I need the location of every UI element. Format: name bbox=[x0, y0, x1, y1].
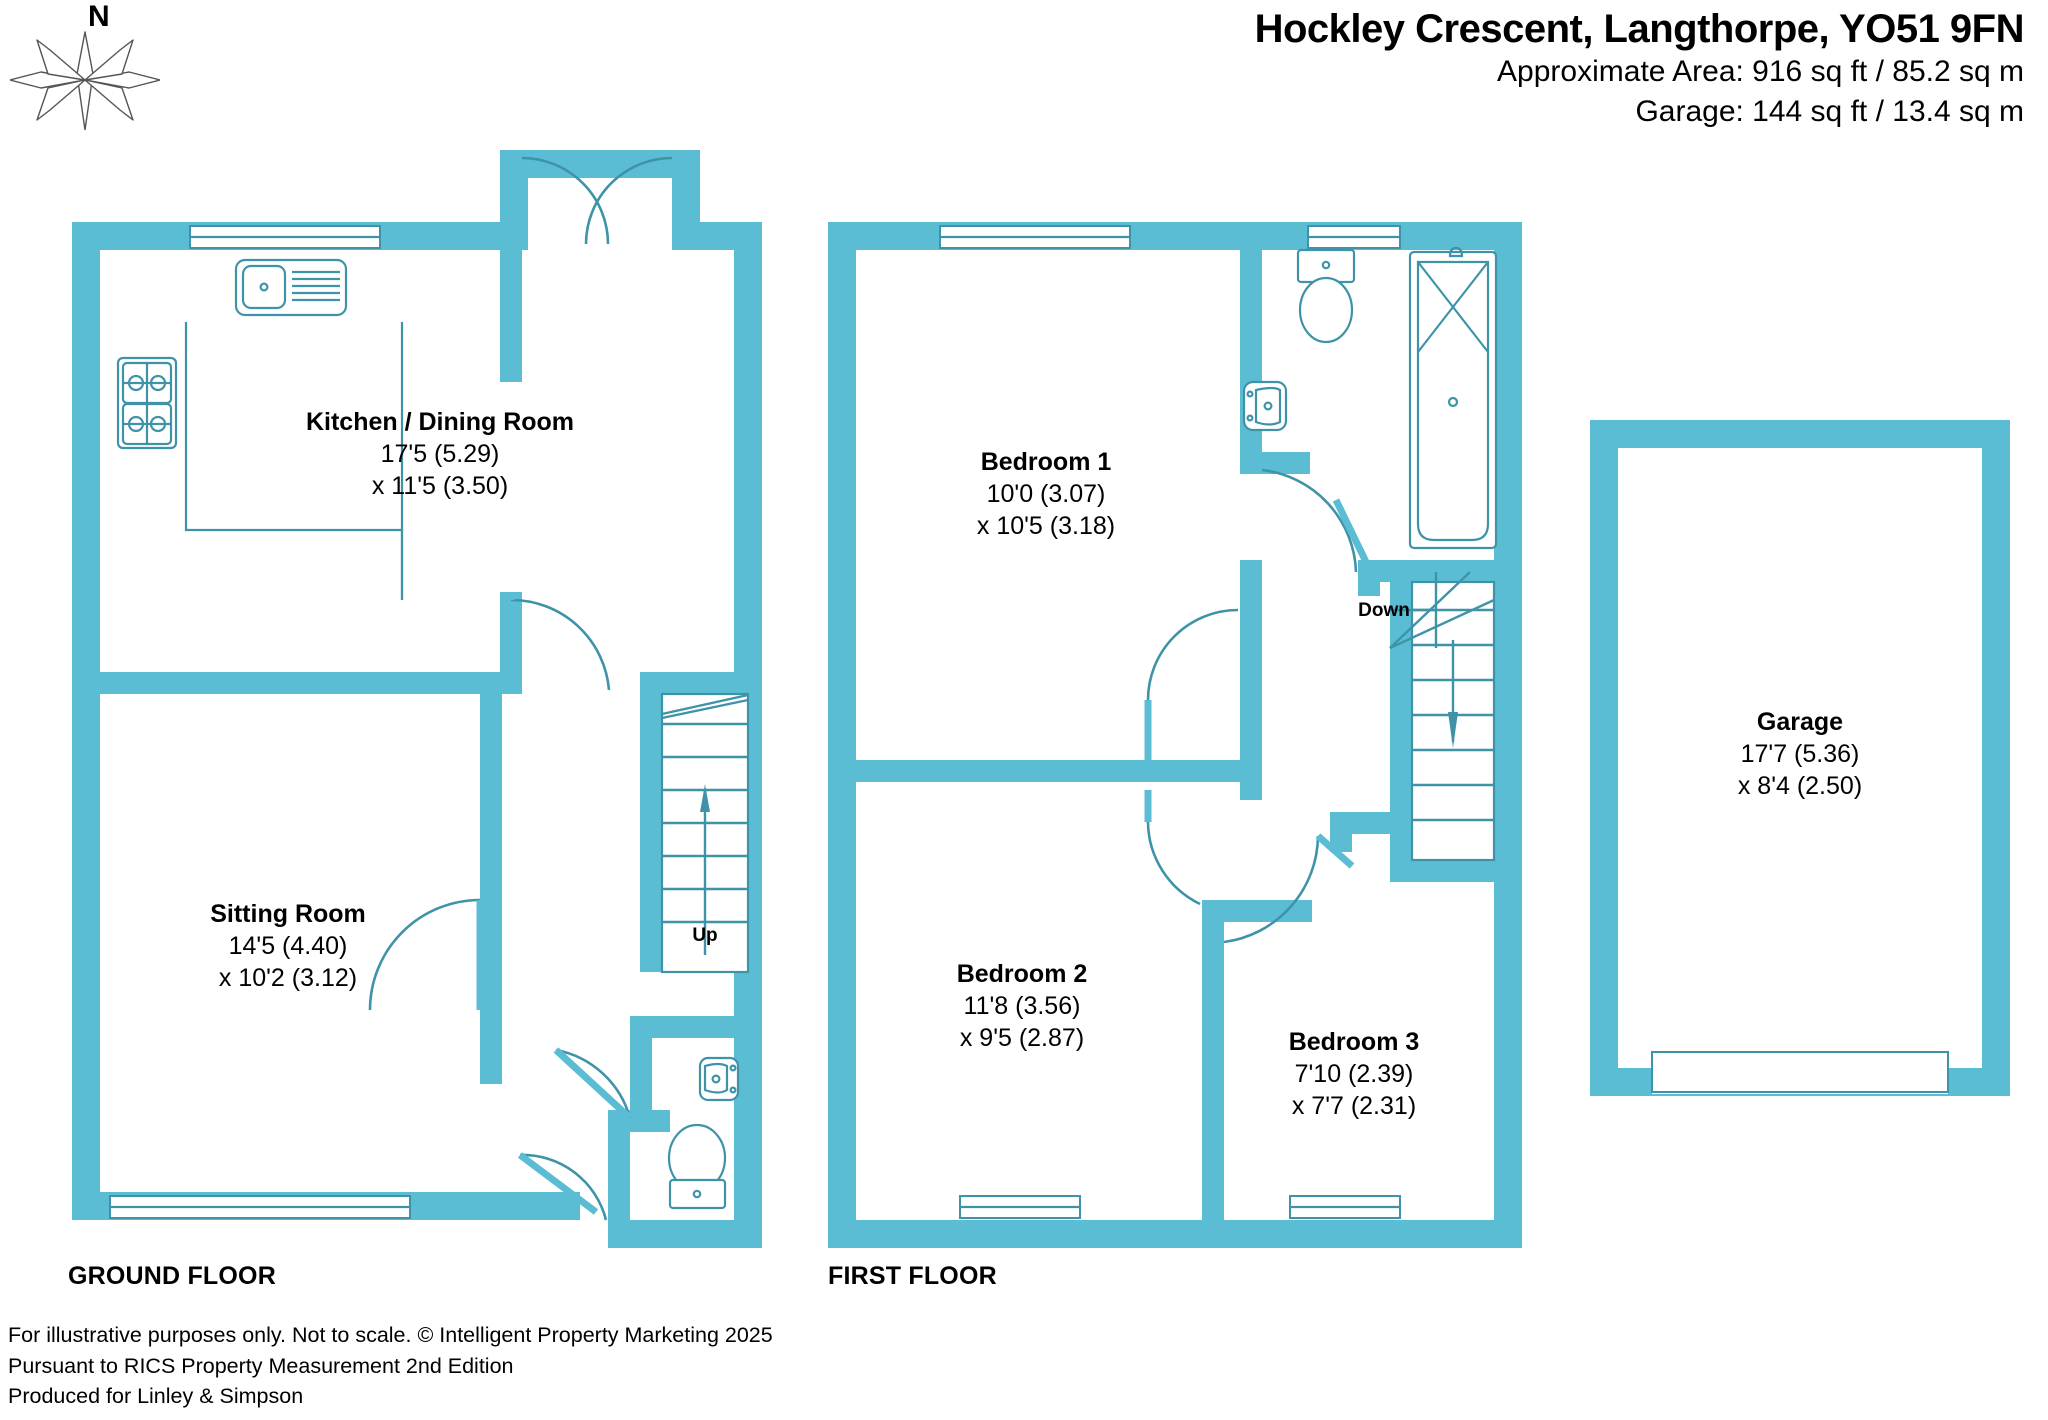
room-label-bedroom-2: Bedroom 2 11'8 (3.56) x 9'5 (2.87) bbox=[957, 958, 1088, 1054]
partition-bed2-bed3 bbox=[1202, 900, 1224, 1220]
room-label-sitting-room: Sitting Room 14'5 (4.40) x 10'2 (3.12) bbox=[210, 898, 366, 994]
partition-landing-left bbox=[1240, 560, 1262, 800]
footer-line-2: Pursuant to RICS Property Measurement 2n… bbox=[8, 1353, 514, 1378]
room-name: Kitchen / Dining Room bbox=[305, 408, 575, 436]
door-wc[interactable] bbox=[553, 1047, 633, 1121]
partition-wc-left bbox=[630, 1016, 652, 1116]
partition-hall-lower2 bbox=[480, 1024, 502, 1084]
plan-header: Hockley Crescent, Langthorpe, YO51 9FN A… bbox=[1254, 6, 2025, 131]
partition-bath-bottom bbox=[1358, 560, 1494, 582]
stair-up-arrow-icon bbox=[700, 784, 710, 812]
stair-label-down: Down bbox=[1358, 600, 1410, 621]
partition-wc-top bbox=[630, 1016, 750, 1038]
room-dimension-width: x 10'5 (3.18) bbox=[976, 512, 1116, 540]
room-label-bedroom-3: Bedroom 3 7'10 (2.39) x 7'7 (2.31) bbox=[1289, 1026, 1420, 1122]
partition-cupboard-left bbox=[1330, 812, 1352, 852]
room-dimension-width: x 7'7 (2.31) bbox=[1291, 1092, 1417, 1120]
partition-bath-bottom-step bbox=[1358, 560, 1380, 596]
room-name: Bedroom 3 bbox=[1288, 1028, 1420, 1056]
staircase-up bbox=[660, 692, 750, 974]
partition-stair-right bbox=[1390, 582, 1412, 882]
partition-hall-mid bbox=[500, 592, 522, 694]
partition-bed1-bed2 bbox=[828, 760, 1250, 782]
page-title: Hockley Crescent, Langthorpe, YO51 9FN bbox=[1254, 7, 2025, 51]
room-name: Bedroom 1 bbox=[980, 448, 1112, 476]
door-sitting-room[interactable] bbox=[368, 898, 484, 1011]
ground-floor-plan bbox=[72, 150, 762, 1248]
partition-kitchen-sitting bbox=[72, 672, 502, 694]
room-label-bedroom-1: Bedroom 1 10'0 (3.07) x 10'5 (3.18) bbox=[977, 446, 1115, 542]
room-dimension-length: 17'7 (5.36) bbox=[1740, 740, 1860, 768]
door-bedroom-2[interactable] bbox=[1144, 790, 1201, 906]
room-dimension-length: 14'5 (4.40) bbox=[228, 932, 348, 960]
bathroom-fixtures bbox=[1242, 246, 1498, 550]
garage-area-text: Garage: 144 sq ft / 13.4 sq m bbox=[1635, 94, 2024, 128]
stair-label-up: Up bbox=[692, 925, 718, 946]
partition-hall-lower bbox=[480, 694, 502, 1024]
door-bedroom-3[interactable] bbox=[1223, 833, 1355, 944]
footer-line-3: Produced for Linley & Simpson bbox=[8, 1384, 304, 1409]
room-dimension-width: x 9'5 (2.87) bbox=[959, 1024, 1085, 1052]
front-door[interactable] bbox=[521, 156, 673, 245]
partition-stair-left bbox=[640, 672, 662, 972]
floor-caption-ground: GROUND FLOOR bbox=[68, 1262, 276, 1290]
ground-floor-windows bbox=[109, 225, 411, 1219]
room-dimension-width: x 10'2 (3.12) bbox=[218, 964, 358, 992]
room-dimension-length: 10'0 (3.07) bbox=[986, 480, 1106, 508]
partition-wc-bottomleft bbox=[608, 1110, 630, 1220]
room-dimension-length: 11'8 (3.56) bbox=[963, 992, 1081, 1020]
bathroom-toilet-icon bbox=[1298, 276, 1354, 344]
kitchen-fixtures bbox=[116, 258, 404, 600]
footer-line-1: For illustrative purposes only. Not to s… bbox=[8, 1323, 773, 1348]
door-bathroom[interactable] bbox=[1261, 468, 1372, 573]
room-label-garage: Garage 17'7 (5.36) x 8'4 (2.50) bbox=[1738, 706, 1862, 802]
room-name: Bedroom 2 bbox=[956, 960, 1088, 988]
stair-down-arrow-icon bbox=[1448, 712, 1458, 748]
room-name: Garage bbox=[1756, 708, 1844, 736]
partition-stair-bottom bbox=[1390, 860, 1494, 882]
room-dimension-length: 17'5 (5.29) bbox=[380, 440, 500, 468]
plan-footer: For illustrative purposes only. Not to s… bbox=[8, 1320, 773, 1412]
sink-icon bbox=[234, 258, 348, 317]
garage-door-icon[interactable] bbox=[1651, 1051, 1949, 1093]
room-dimension-width: x 11'5 (3.50) bbox=[371, 472, 509, 500]
partition-landing-top bbox=[1240, 452, 1310, 474]
door-hall-rear[interactable] bbox=[517, 1152, 608, 1221]
garage-plan bbox=[1590, 420, 2010, 1096]
partition-hall-upper bbox=[500, 222, 522, 382]
room-label-kitchen-dining: Kitchen / Dining Room 17'5 (5.29) x 11'5… bbox=[306, 406, 574, 502]
bath-tub-icon bbox=[1408, 250, 1498, 550]
stair-body-first bbox=[1410, 580, 1496, 862]
partition-stair-top bbox=[640, 672, 750, 694]
door-kitchen-hall[interactable] bbox=[507, 592, 611, 691]
floor-caption-first: FIRST FLOOR bbox=[828, 1262, 997, 1290]
room-dimension-length: 7'10 (2.39) bbox=[1294, 1060, 1414, 1088]
room-dimension-width: x 8'4 (2.50) bbox=[1737, 772, 1863, 800]
door-bedroom-1[interactable] bbox=[1144, 608, 1239, 760]
wc-fixtures bbox=[667, 1056, 740, 1210]
staircase-down bbox=[1389, 571, 1496, 862]
partition-bed3-top bbox=[1202, 900, 1312, 922]
room-name: Sitting Room bbox=[210, 900, 366, 928]
first-floor-plan bbox=[828, 222, 1522, 1248]
compass-north-label: N bbox=[88, 0, 110, 33]
approximate-area-text: Approximate Area: 916 sq ft / 85.2 sq m bbox=[1497, 55, 2024, 88]
first-floor-windows bbox=[939, 225, 1401, 1219]
